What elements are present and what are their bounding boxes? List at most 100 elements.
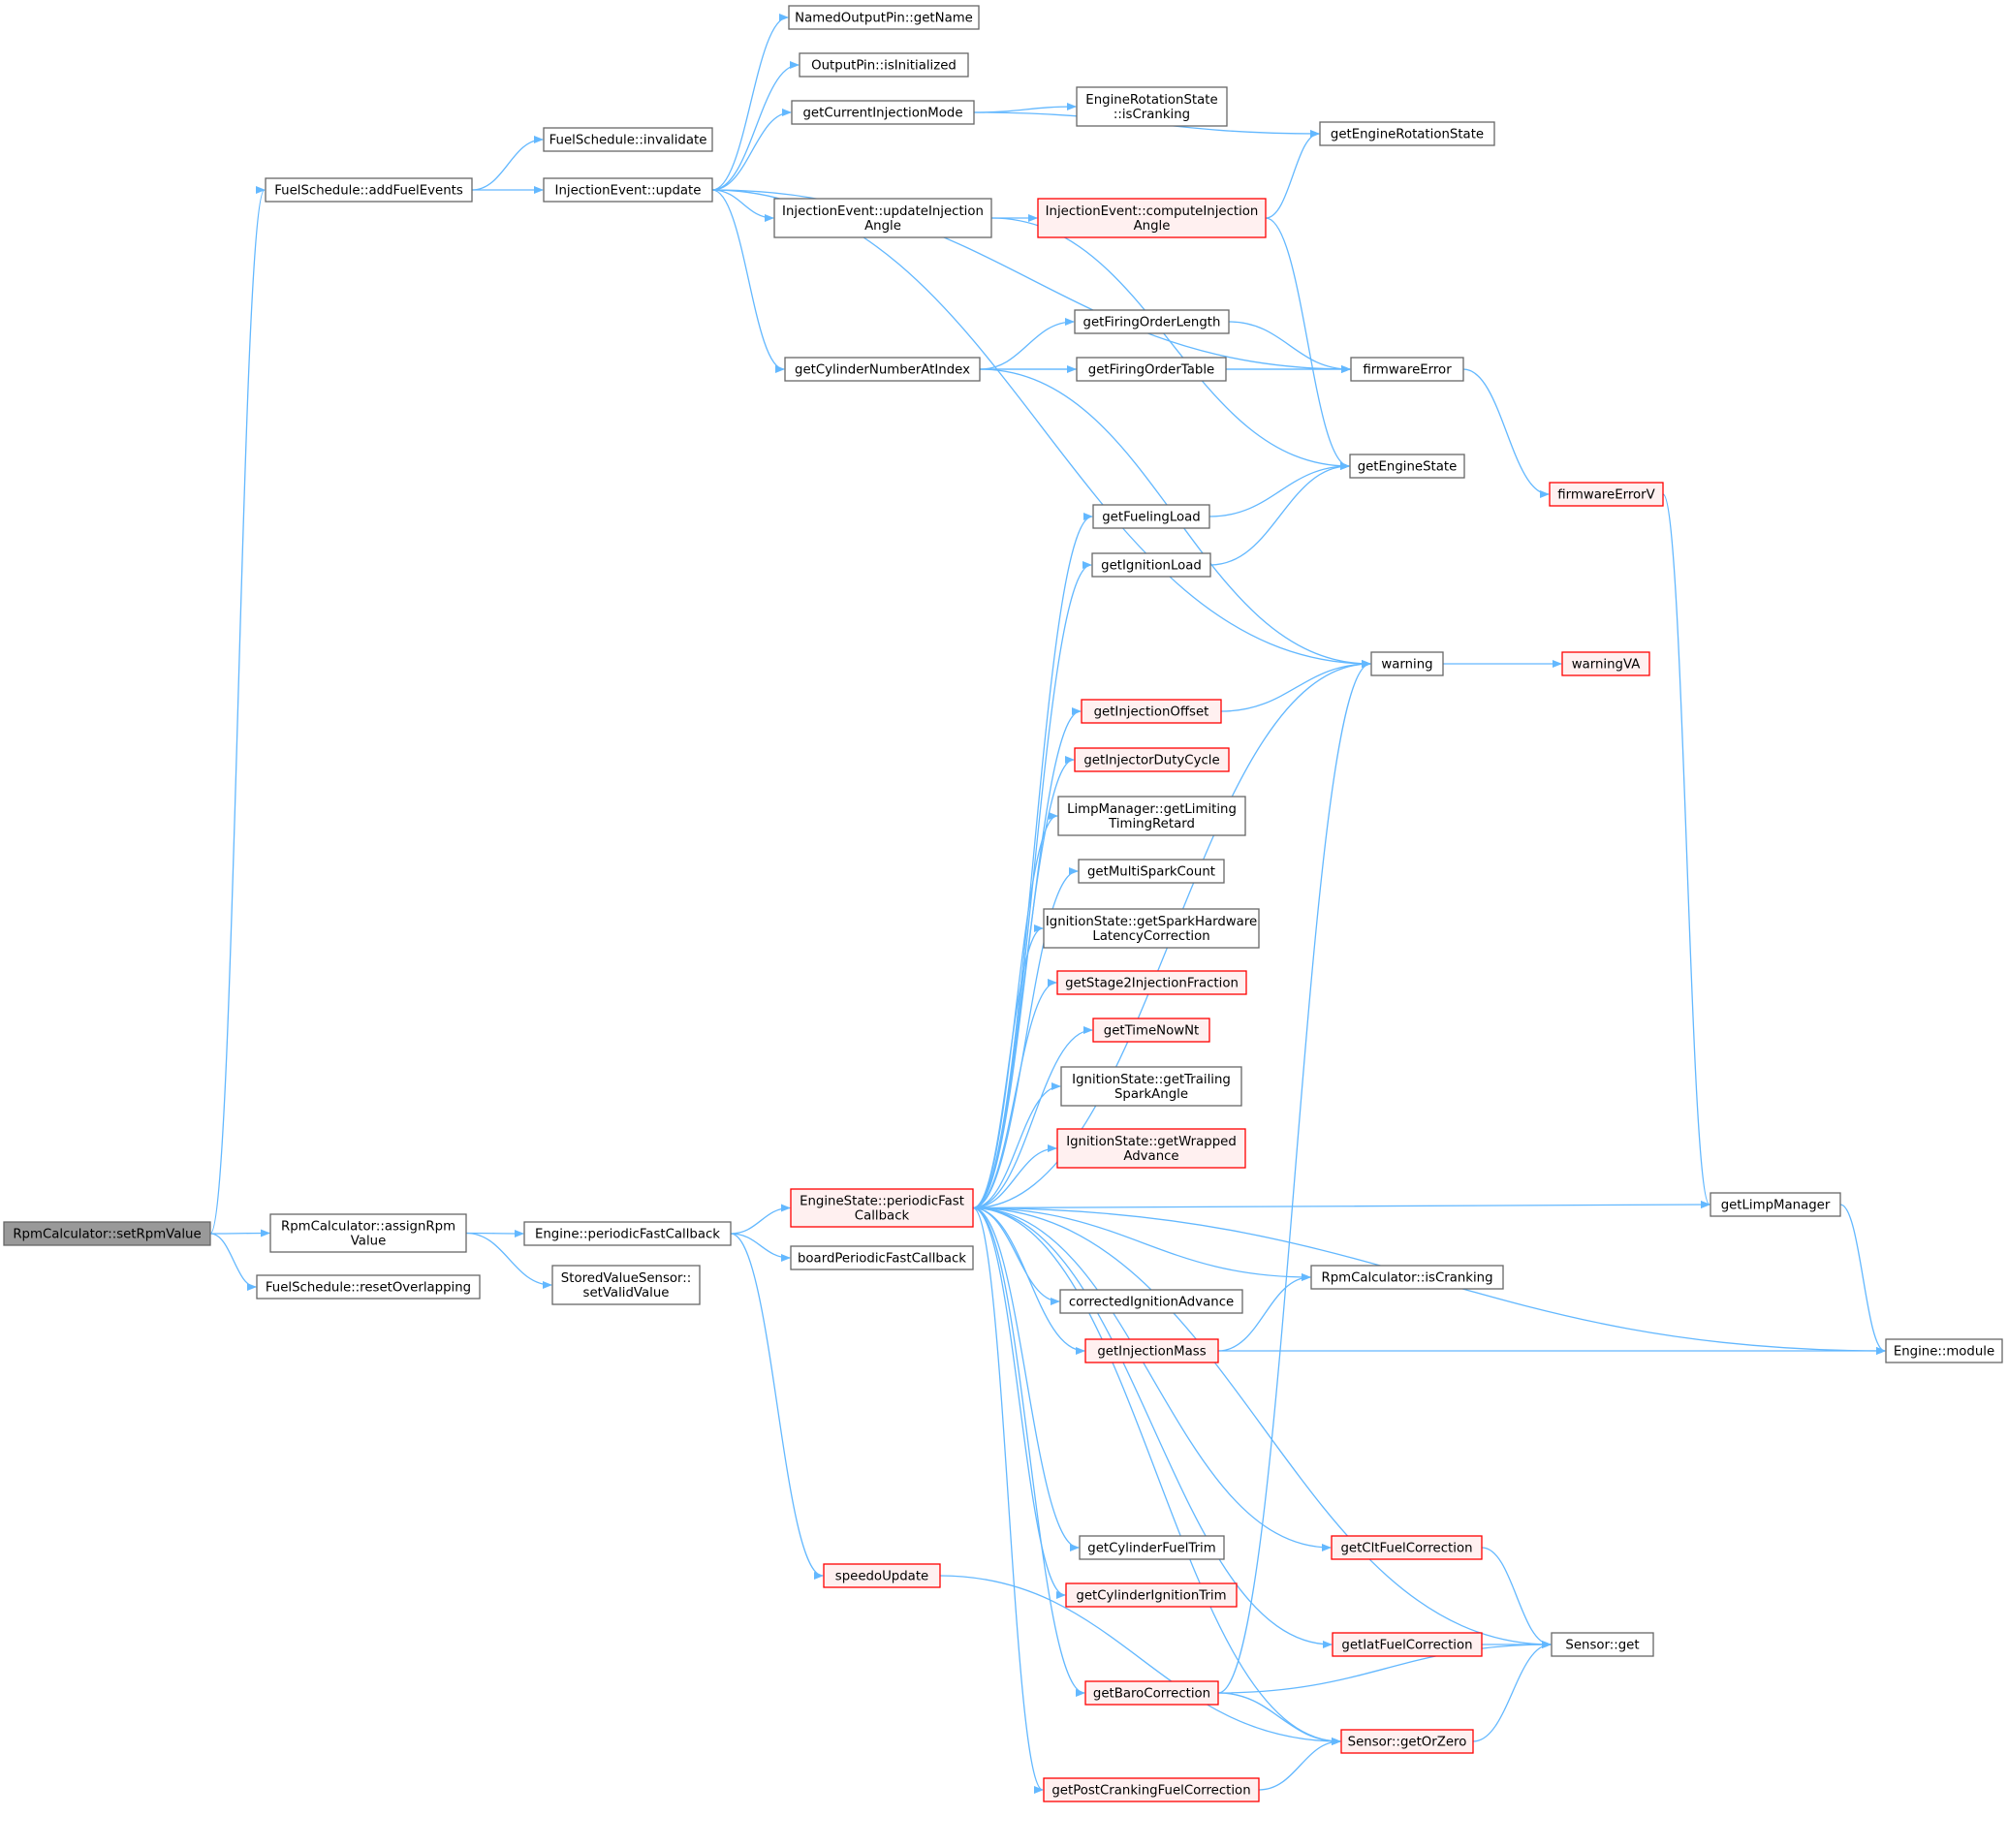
edge-ieupdate-to-getcurrentinjectionmode	[711, 109, 792, 191]
node-getfuelingload[interactable]: getFuelingLoad	[1092, 504, 1210, 529]
edges-layer	[209, 14, 1886, 1794]
edge-esperiodicfast-to-getstage2injectionfraction	[972, 979, 1057, 1209]
node-getcurrentinjectionmode[interactable]: getCurrentInjectionMode	[791, 100, 975, 125]
node-label: RpmCalculator::setRpmValue	[13, 1228, 201, 1242]
node-getignitionload[interactable]: getIgnitionLoad	[1091, 552, 1211, 578]
node-label: LatencyCorrection	[1092, 929, 1209, 944]
node-getinjectionmass[interactable]: getInjectionMass	[1084, 1338, 1219, 1363]
node-getsparkhardwarelatency[interactable]: IgnitionState::getSparkHardwareLatencyCo…	[1043, 908, 1260, 949]
node-getstage2injectionfraction[interactable]: getStage2InjectionFraction	[1056, 970, 1247, 995]
node-box	[1370, 651, 1444, 676]
node-label: getCylinderIgnitionTrim	[1076, 1589, 1226, 1604]
node-label: getCltFuelCorrection	[1340, 1542, 1472, 1556]
node-getcylinderignitiontrim[interactable]: getCylinderIgnitionTrim	[1065, 1582, 1238, 1608]
node-label: LimpManager::getLimiting	[1067, 802, 1237, 817]
node-label: speedoUpdate	[835, 1570, 928, 1584]
node-getenginestate[interactable]: getEngineState	[1349, 454, 1465, 479]
node-box	[1092, 1018, 1210, 1043]
node-getcltfuelcorrection[interactable]: getCltFuelCorrection	[1331, 1535, 1483, 1560]
node-firmwareerror[interactable]: firmwareError	[1350, 357, 1464, 382]
node-resetoverlapping[interactable]: FuelSchedule::resetOverlapping	[256, 1274, 481, 1300]
node-esperiodicfast[interactable]: EngineState::periodicFastCallback	[790, 1188, 974, 1228]
edge-getfiringorderlength-to-firmwareerror	[1228, 321, 1351, 373]
edge-getinjectionoffset-to-warning	[1220, 660, 1371, 712]
node-box	[1084, 1680, 1219, 1706]
node-box	[1060, 1066, 1242, 1107]
node-label: EngineState::periodicFast	[800, 1195, 964, 1209]
node-label: Angle	[864, 219, 901, 234]
node-getinjectionoffset[interactable]: getInjectionOffset	[1081, 699, 1222, 724]
node-box	[1549, 482, 1664, 507]
node-engineperiodicfast[interactable]: Engine::periodicFastCallback	[523, 1221, 732, 1246]
node-getcylindernumberatindex[interactable]: getCylinderNumberAtIndex	[784, 357, 981, 382]
node-setvalidvalue[interactable]: StoredValueSensor::setValidValue	[551, 1265, 701, 1305]
node-label: InjectionEvent::updateInjection	[782, 204, 984, 219]
node-box	[1551, 1632, 1654, 1657]
node-label: boardPeriodicFastCallback	[798, 1252, 966, 1267]
node-label: RpmCalculator::assignRpm	[281, 1220, 455, 1235]
node-rpmiscranking[interactable]: RpmCalculator::isCranking	[1310, 1265, 1504, 1290]
node-box	[1043, 1777, 1260, 1802]
node-getinjectordutycycle[interactable]: getInjectorDutyCycle	[1074, 747, 1230, 772]
node-label: getFiringOrderTable	[1088, 363, 1214, 378]
node-isinitialized[interactable]: OutputPin::isInitialized	[799, 52, 969, 78]
edge-esperiodicfast-to-getlimpmanager	[972, 1201, 1710, 1209]
node-label: getMultiSparkCount	[1087, 865, 1215, 880]
node-getpostcrankingfuelcorrection[interactable]: getPostCrankingFuelCorrection	[1043, 1777, 1260, 1802]
node-box	[1091, 552, 1211, 578]
node-boardperiodicfast[interactable]: boardPeriodicFastCallback	[790, 1245, 974, 1270]
edge-firmwareerror-to-firmwareerrorv	[1462, 368, 1550, 498]
node-label: warningVA	[1572, 658, 1641, 673]
edge-assignrpmvalue-to-setvalidvalue	[465, 1232, 552, 1289]
node-box	[1056, 970, 1247, 995]
node-box	[1074, 747, 1230, 772]
node-sensorget[interactable]: Sensor::get	[1551, 1632, 1654, 1657]
edge-setrpmvalue-to-assignrpmvalue	[209, 1229, 270, 1237]
edge-computeinjectionangle-to-getenginerotationstate	[1265, 130, 1320, 219]
nodes-layer: RpmCalculator::setRpmValueFuelSchedule::…	[3, 5, 2003, 1802]
node-getmultisparkcount[interactable]: getMultiSparkCount	[1078, 859, 1225, 884]
node-getfiringorderlength[interactable]: getFiringOrderLength	[1074, 309, 1230, 334]
edge-getcylindernumberatindex-to-getfiringorderlength	[979, 318, 1075, 370]
node-getbarocorrection[interactable]: getBaroCorrection	[1084, 1680, 1219, 1706]
node-label: Callback	[855, 1209, 910, 1224]
node-ersiscranking[interactable]: EngineRotationState::isCranking	[1076, 86, 1228, 127]
node-addfuelevents[interactable]: FuelSchedule::addFuelEvents	[265, 177, 473, 203]
node-label: FuelSchedule::resetOverlapping	[266, 1281, 471, 1296]
node-label: getStage2InjectionFraction	[1065, 977, 1239, 991]
node-getname[interactable]: NamedOutputPin::getName	[788, 5, 980, 30]
node-label: getInjectionOffset	[1094, 705, 1209, 720]
edge-getcltfuelcorrection-to-sensorget	[1481, 1547, 1552, 1648]
node-correctedignitionadvance[interactable]: correctedIgnitionAdvance	[1059, 1289, 1243, 1314]
node-setrpmvalue[interactable]: RpmCalculator::setRpmValue	[3, 1221, 211, 1246]
node-ieupdate[interactable]: InjectionEvent::update	[543, 177, 713, 203]
node-getcylinderfueltrim[interactable]: getCylinderFuelTrim	[1079, 1535, 1225, 1560]
node-sensorgetorzero[interactable]: Sensor::getOrZero	[1340, 1729, 1474, 1754]
node-invalidate[interactable]: FuelSchedule::invalidate	[543, 127, 713, 152]
node-label: OutputPin::isInitialized	[811, 59, 957, 74]
node-getenginerotationstate[interactable]: getEngineRotationState	[1319, 121, 1495, 146]
node-label: StoredValueSensor::	[561, 1271, 691, 1286]
node-label: FuelSchedule::addFuelEvents	[274, 184, 463, 199]
node-label: EngineRotationState	[1085, 93, 1217, 108]
node-getlimpmanager[interactable]: getLimpManager	[1710, 1192, 1841, 1217]
node-warningva[interactable]: warningVA	[1561, 651, 1650, 676]
node-enginemodule[interactable]: Engine::module	[1885, 1338, 2003, 1363]
node-box	[1078, 859, 1225, 884]
node-getiatfuelcorrection[interactable]: getIatFuelCorrection	[1332, 1632, 1483, 1657]
node-gettimenownt[interactable]: getTimeNowNt	[1092, 1018, 1210, 1043]
node-firmwareerrorv[interactable]: firmwareErrorV	[1549, 482, 1664, 507]
edge-speedoupdate-to-sensorgetorzero	[939, 1575, 1341, 1745]
node-label: Value	[351, 1235, 387, 1249]
node-warning[interactable]: warning	[1370, 651, 1444, 676]
node-speedoupdate[interactable]: speedoUpdate	[823, 1563, 941, 1588]
node-getfiringordertable[interactable]: getFiringOrderTable	[1076, 357, 1227, 382]
node-box	[1084, 1338, 1219, 1363]
edge-ieupdate-to-warning	[711, 189, 1371, 668]
